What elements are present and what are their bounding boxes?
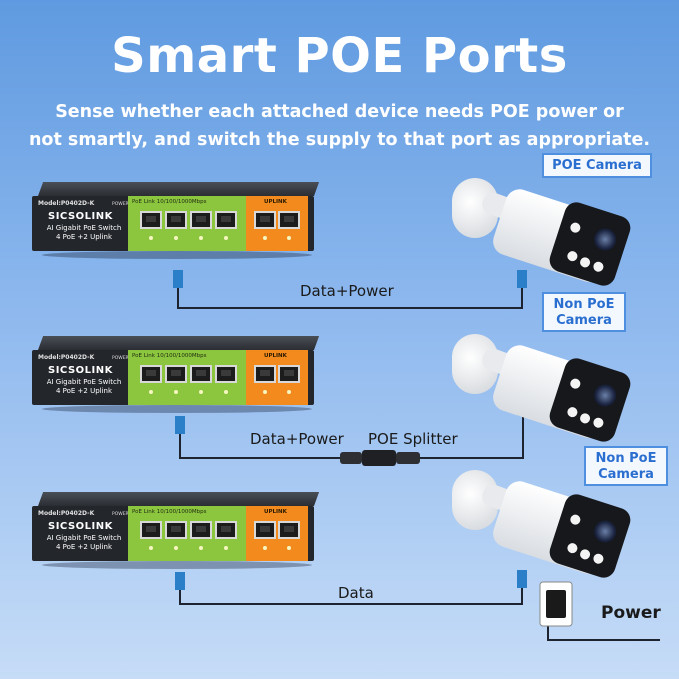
splitter-label: POE Splitter (368, 430, 458, 448)
poe-link-label: PoE Link 10/100/1000Mbps (132, 509, 207, 515)
poe-port-2 (165, 521, 187, 539)
cable-1 (177, 285, 523, 309)
poe-port-4 (215, 521, 237, 539)
poe-port-4 (215, 365, 237, 383)
non-poe-camera-label-2: Non PoE Camera (584, 446, 668, 486)
poe-link-label: PoE Link 10/100/1000Mbps (132, 199, 207, 205)
poe-port-3 (190, 211, 212, 229)
uplink-port-2 (278, 365, 300, 383)
poe-port-panel (128, 506, 246, 561)
switch-brand: SICSOLINK (48, 211, 113, 222)
wire-label-data-power-1: Data+Power (300, 282, 394, 300)
poe-port-1 (140, 211, 162, 229)
plug-1a (173, 270, 183, 288)
switch-model: Model:P0402D-K (38, 200, 95, 207)
cable-3 (179, 586, 523, 605)
poe-port-3 (190, 365, 212, 383)
uplink-port-2 (278, 211, 300, 229)
uplink-panel (246, 196, 308, 251)
uplink-port-1 (254, 211, 276, 229)
plug-3a (175, 572, 185, 590)
camera-3 (452, 462, 642, 582)
switch-model: Model:P0402D-K (38, 510, 95, 517)
plug-1b (517, 270, 527, 288)
poe-port-2 (165, 365, 187, 383)
switch-power-label: POWER (112, 202, 129, 207)
poe-switch-1: Model:P0402D-K POWER SICSOLINK AI Gigabi… (32, 182, 320, 262)
poe-port-panel (128, 350, 246, 405)
plug-3b (517, 570, 527, 588)
uplink-port-2 (278, 521, 300, 539)
wire-label-data: Data (338, 584, 374, 602)
power-label: Power (601, 603, 661, 623)
subtitle-line-2: not smartly, and switch the supply to th… (28, 130, 651, 150)
switch-model: Model:P0402D-K (38, 354, 95, 361)
plug-2a (175, 416, 185, 434)
uplink-label: UPLINK (264, 353, 287, 359)
switch-brand: SICSOLINK (48, 365, 113, 376)
poe-switch-2: Model:P0402D-K POWER SICSOLINK AI Gigabi… (32, 336, 320, 416)
poe-port-4 (215, 211, 237, 229)
poe-port-3 (190, 521, 212, 539)
poe-splitter (340, 450, 420, 466)
poe-port-panel (128, 196, 246, 251)
poe-switch-3: Model:P0402D-K POWER SICSOLINK AI Gigabi… (32, 492, 320, 572)
poe-port-1 (140, 365, 162, 383)
cable-2 (179, 430, 340, 459)
uplink-port-1 (254, 365, 276, 383)
non-poe-camera-label-1: Non PoE Camera (542, 292, 626, 332)
poe-link-label: PoE Link 10/100/1000Mbps (132, 353, 207, 359)
power-adapter (539, 581, 573, 627)
camera-1 (452, 170, 642, 290)
poe-camera-label: POE Camera (542, 153, 652, 178)
switch-power-label: POWER (112, 356, 129, 361)
switch-brand: SICSOLINK (48, 521, 113, 532)
page-title: Smart POE Ports (111, 28, 568, 84)
uplink-panel (246, 350, 308, 405)
wire-label-data-power-2: Data+Power (250, 430, 344, 448)
poe-port-1 (140, 521, 162, 539)
poe-port-2 (165, 211, 187, 229)
switch-power-label: POWER (112, 512, 129, 517)
uplink-label: UPLINK (264, 199, 287, 205)
uplink-panel (246, 506, 308, 561)
cable-2b (420, 412, 524, 459)
subtitle-line-1: Sense whether each attached device needs… (55, 102, 624, 122)
camera-2 (452, 326, 642, 446)
uplink-label: UPLINK (264, 509, 287, 515)
uplink-port-1 (254, 521, 276, 539)
page-subtitle: Sense whether each attached device needs… (8, 98, 671, 154)
